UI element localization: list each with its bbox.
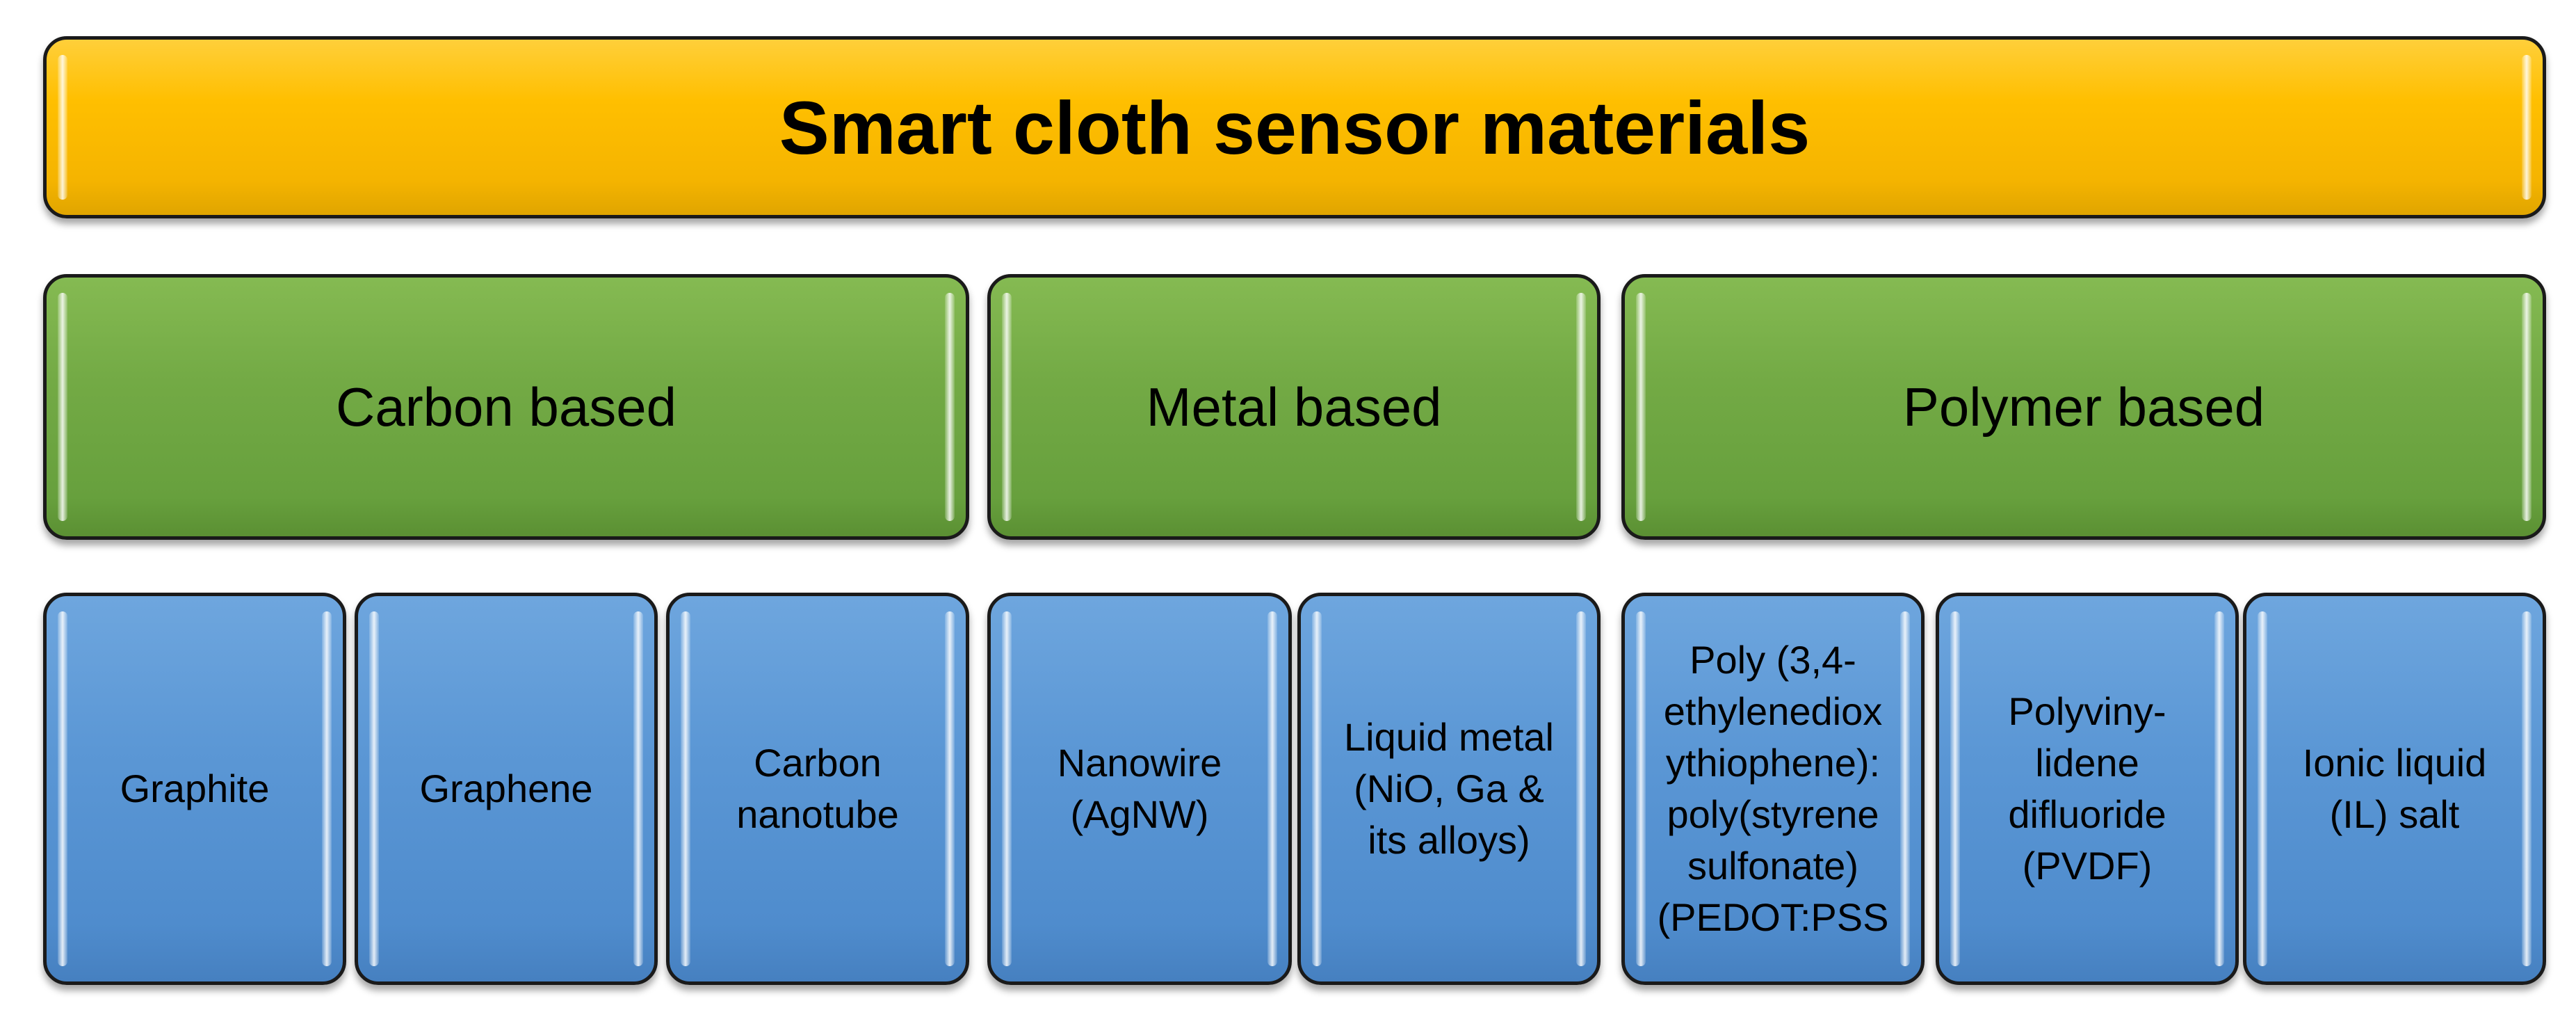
material-label: Nanowire (AgNW) [1057,741,1222,836]
material-liquid-metal: Liquid metal (NiO, Ga & its alloys) [1297,593,1601,985]
diagram-title-box: Smart cloth sensor materials [43,36,2546,218]
category-label: Polymer based [1902,376,2265,438]
material-label: Polyviny- lidene difluoride (PVDF) [2008,689,2166,888]
category-carbon-based: Carbon based [43,274,969,540]
material-nanowire: Nanowire (AgNW) [987,593,1292,985]
material-ionic-liquid-salt: Ionic liquid (IL) salt [2243,593,2546,985]
category-label: Carbon based [335,376,677,438]
material-carbon-nanotube: Carbon nanotube [666,593,969,985]
material-label: Ionic liquid (IL) salt [2302,741,2487,836]
category-polymer-based: Polymer based [1621,274,2546,540]
material-label: Graphite [120,767,270,810]
material-pedot-pss: Poly (3,4- ethylenediox ythiophene): pol… [1621,593,1925,985]
diagram-title: Smart cloth sensor materials [779,85,1811,170]
category-metal-based: Metal based [987,274,1601,540]
material-label: Liquid metal (NiO, Ga & its alloys) [1344,715,1554,862]
material-label: Graphene [419,767,593,810]
material-pvdf: Polyviny- lidene difluoride (PVDF) [1936,593,2239,985]
material-label: Poly (3,4- ethylenediox ythiophene): pol… [1657,638,1889,939]
material-label: Carbon nanotube [736,741,899,836]
material-graphite: Graphite [43,593,346,985]
category-label: Metal based [1146,376,1442,438]
material-graphene: Graphene [355,593,658,985]
